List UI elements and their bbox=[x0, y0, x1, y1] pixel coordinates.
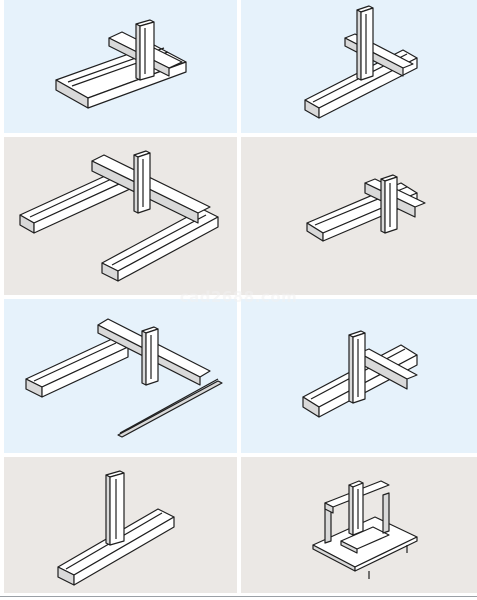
panel-gantry-5 bbox=[4, 299, 237, 453]
rail-guided-gantry-icon bbox=[4, 299, 237, 453]
panel-gantry-7 bbox=[4, 457, 237, 593]
panel-gantry-3 bbox=[4, 137, 237, 295]
xz-gantry-column-icon bbox=[241, 0, 477, 133]
bottom-divider bbox=[0, 596, 477, 597]
frame-gantry-table-icon bbox=[241, 457, 477, 593]
dual-rail-gantry-icon bbox=[4, 137, 237, 295]
cross-column-gantry-icon bbox=[241, 299, 477, 453]
panel-gantry-4 bbox=[241, 137, 477, 295]
compact-cross-gantry-icon bbox=[241, 137, 477, 295]
panel-gantry-8 bbox=[241, 457, 477, 593]
panel-gantry-1 bbox=[4, 0, 237, 133]
panel-gantry-2 bbox=[241, 0, 477, 133]
t-column-gantry-icon bbox=[4, 457, 237, 593]
panel-gantry-6 bbox=[241, 299, 477, 453]
xz-gantry-icon bbox=[4, 0, 237, 133]
